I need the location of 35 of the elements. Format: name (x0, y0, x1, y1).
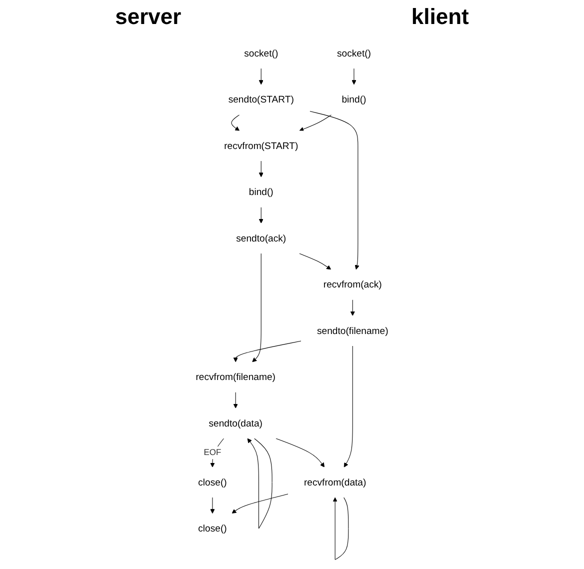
node-text: sendto(ack) (236, 232, 286, 244)
column-heading: server (115, 4, 182, 30)
node-text: recvfrom(data) (304, 476, 366, 488)
arrow (258, 160, 264, 178)
arrow (299, 253, 332, 270)
arrow (332, 497, 349, 560)
column-heading: klient (411, 4, 469, 30)
node-text: recvfrom(START) (224, 140, 298, 151)
arrow (344, 346, 353, 468)
node-text: socket() (336, 48, 371, 58)
arrow (352, 68, 356, 85)
arrow (258, 207, 264, 224)
node-text: close() (198, 522, 227, 534)
arrow (252, 253, 262, 362)
arrow (310, 111, 360, 270)
arrow (247, 438, 272, 529)
arrow (258, 68, 264, 85)
arrow (276, 438, 325, 468)
arrow (232, 494, 288, 514)
arrow (350, 300, 355, 316)
node-text: close() (198, 476, 227, 488)
node-text: bind() (342, 94, 366, 105)
node-text: socket() (244, 48, 278, 58)
node-text: recvfrom(filename) (196, 372, 276, 382)
node-text: sendto(data) (208, 418, 262, 428)
node-text: recvfrom(ack) (323, 279, 382, 290)
node-text: bind() (248, 186, 274, 198)
arrow (233, 340, 302, 362)
arrow (231, 114, 240, 131)
node-text: sendto(START) (228, 94, 294, 105)
arrow (299, 114, 332, 132)
edge-label: EOF (204, 448, 222, 458)
arrow (233, 392, 238, 408)
node-text: sendto(filename) (317, 325, 388, 336)
arrow (210, 497, 215, 514)
